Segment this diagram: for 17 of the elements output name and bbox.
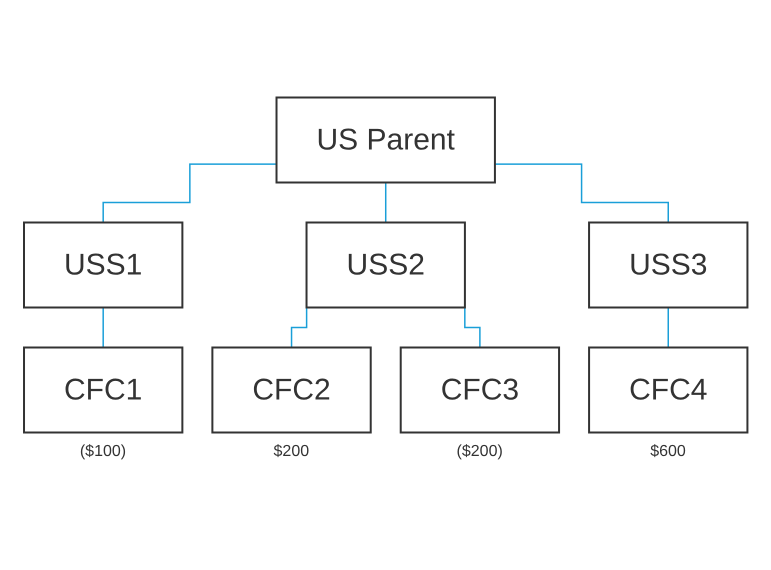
amount-text: ($100) <box>80 442 126 460</box>
amount-text: $600 <box>650 442 686 460</box>
connector <box>667 306 669 348</box>
node-box: USS3 <box>588 222 748 308</box>
node-box: CFC1 <box>22 346 184 434</box>
node-box: USS1 <box>22 222 184 308</box>
connector <box>494 163 669 224</box>
connector <box>102 306 104 348</box>
node-box: CFC3 <box>400 346 560 434</box>
node-box: US Parent <box>275 96 496 184</box>
node-box: CFC4 <box>588 346 748 434</box>
node-box: CFC2 <box>211 346 372 434</box>
amount-text: $200 <box>274 442 310 460</box>
node-box: USS2 <box>305 222 466 308</box>
connector <box>102 163 276 224</box>
connector <box>384 182 386 224</box>
amount-text: ($200) <box>456 442 503 460</box>
